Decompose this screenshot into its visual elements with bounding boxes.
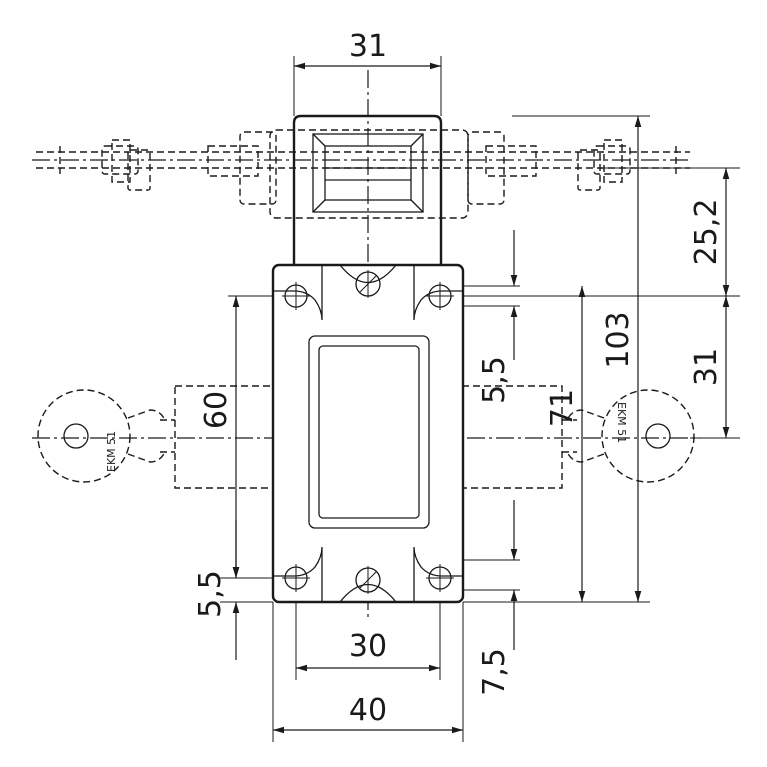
top-dashed-actuator — [36, 129, 690, 219]
label-body-width: 40 — [349, 693, 387, 728]
extension-lines — [220, 56, 740, 742]
label-offset-bottom: 5,5 — [193, 570, 228, 618]
label-offset-top: 5,5 — [477, 356, 512, 404]
label-right-lower: 31 — [689, 348, 724, 386]
actuator-head — [292, 114, 443, 265]
left-dashed-actuator: EKM 51 — [37, 385, 276, 489]
left-actuator-label: EKM 51 — [105, 431, 118, 472]
label-top-width: 31 — [349, 29, 387, 64]
label-hole-spacing: 30 — [349, 629, 387, 664]
label-right-upper: 25,2 — [689, 199, 724, 266]
label-total-height: 103 — [601, 311, 636, 368]
mounting-holes — [282, 270, 454, 594]
dimension-labels: 31 25,2 103 31 5,5 71 60 5,5 30 7,5 40 — [193, 29, 724, 728]
right-actuator-label: EKM 51 — [615, 402, 628, 443]
dimension-lines — [232, 62, 730, 734]
label-bottom-offset: 7,5 — [477, 648, 512, 696]
label-slot-height: 71 — [545, 389, 580, 427]
label-hole-pitch: 60 — [199, 391, 234, 429]
switch-body — [271, 263, 465, 604]
